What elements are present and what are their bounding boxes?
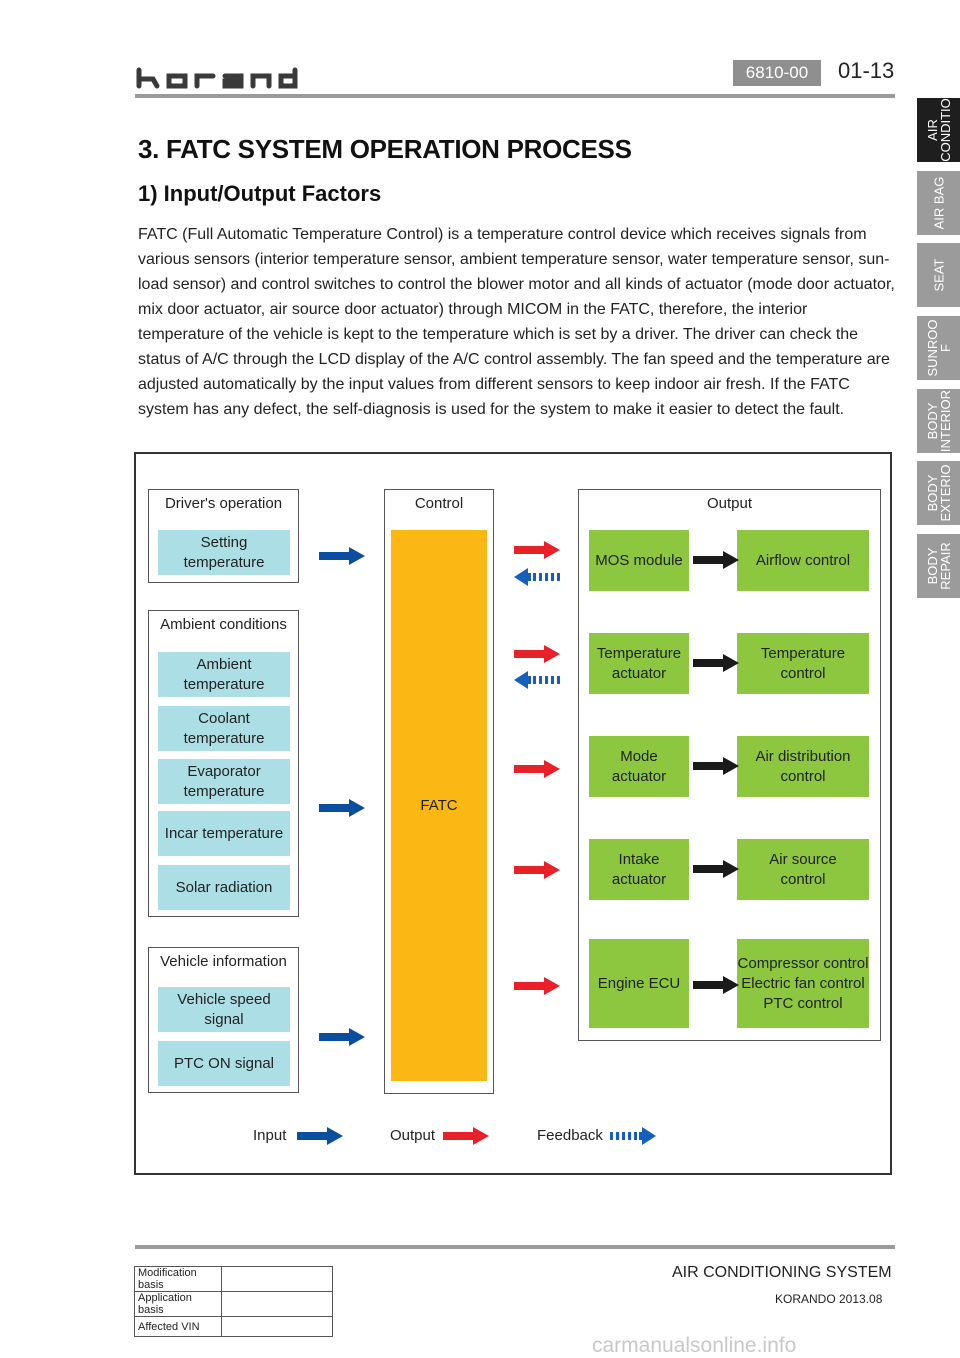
intake-actuator-box: Intake actuator [589, 839, 689, 900]
side-tab-air-conditioning[interactable]: AIR CONDITIO [917, 98, 960, 162]
legend-output-label: Output [390, 1127, 436, 1144]
side-tab-seat[interactable]: SEAT [917, 243, 960, 307]
subsection-title: 1) Input/Output Factors [138, 181, 382, 206]
legend-input-label: Input [253, 1127, 287, 1144]
footer-system-title: AIR CONDITIONING SYSTEM [672, 1264, 892, 1281]
brand-text: korando [135, 66, 139, 67]
side-tab-air-bag[interactable]: AIR BAG [917, 171, 960, 235]
fatc-unit: FATC [391, 530, 487, 1081]
side-tab-label: BODY REPAIR [924, 542, 953, 590]
footer-rule [135, 1245, 895, 1249]
group-title: Control [414, 495, 464, 512]
side-tab-label: BODY EXTERIO [924, 464, 953, 522]
application-basis-value [221, 1291, 333, 1317]
fatc-diagram-frame [134, 452, 892, 1175]
affected-vin-label: Affected VIN [134, 1316, 222, 1337]
side-tab-label: AIR CONDITIO [924, 98, 953, 162]
group-title: Ambient conditions [160, 616, 287, 633]
incar-temperature-box: Incar temperature [158, 811, 290, 856]
solar-radiation-box: Solar radiation [158, 865, 290, 910]
section-title: 3. FATC SYSTEM OPERATION PROCESS [138, 134, 632, 164]
setting-temperature-box: Setting temperature [158, 530, 290, 575]
ambient-temperature-box: Ambient temperature [158, 652, 290, 697]
side-tab-body-repair[interactable]: BODY REPAIR [917, 534, 960, 598]
side-tab-label: AIR BAG [931, 176, 946, 230]
mode-actuator-box: Mode actuator [589, 736, 689, 797]
application-basis-label: Application basis [134, 1291, 222, 1317]
modification-basis-label: Modification basis [134, 1266, 222, 1292]
legend-feedback-label: Feedback [537, 1127, 603, 1144]
temperature-control-box: Temperature control [737, 633, 869, 694]
airflow-control-box: Airflow control [737, 530, 869, 591]
section-code-badge: 6810-00 [733, 60, 821, 86]
group-title: Driver's operation [164, 495, 283, 512]
affected-vin-value [221, 1316, 333, 1337]
description-paragraph: FATC (Full Automatic Temperature Control… [138, 226, 895, 418]
side-tab-body-exterior[interactable]: BODY EXTERIO [917, 461, 960, 525]
korando-logo: korando [135, 66, 298, 89]
side-tab-label: SEAT [931, 258, 946, 292]
vehicle-speed-signal-box: Vehicle speed signal [158, 987, 290, 1032]
ptc-on-signal-box: PTC ON signal [158, 1041, 290, 1086]
side-tab-body-interior[interactable]: BODY INTERIOR [917, 389, 960, 453]
compressor-fan-ptc-control-box: Compressor control Electric fan control … [737, 939, 869, 1028]
modification-basis-value [221, 1266, 333, 1292]
evaporator-temperature-box: Evaporator temperature [158, 759, 290, 804]
modification-table: Modification basis Application basis Aff… [134, 1266, 333, 1337]
air-source-control-box: Air source control [737, 839, 869, 900]
coolant-temperature-box: Coolant temperature [158, 706, 290, 751]
engine-ecu-box: Engine ECU [589, 939, 689, 1028]
mos-module-box: MOS module [589, 530, 689, 591]
group-title: Vehicle information [160, 953, 287, 970]
header-rule [135, 94, 895, 98]
side-tab-label: BODY INTERIOR [924, 389, 953, 453]
watermark: carmanualsonline.info [592, 1334, 797, 1357]
side-tab-sunroof[interactable]: SUNROO F [917, 316, 960, 380]
air-distribution-control-box: Air distribution control [737, 736, 869, 797]
footer-model: KORANDO 2013.08 [775, 1292, 883, 1306]
temperature-actuator-box: Temperature actuator [589, 633, 689, 694]
group-title: Output [706, 495, 753, 512]
side-tab-label: SUNROO F [924, 319, 953, 377]
page-number: 01-13 [838, 58, 895, 83]
